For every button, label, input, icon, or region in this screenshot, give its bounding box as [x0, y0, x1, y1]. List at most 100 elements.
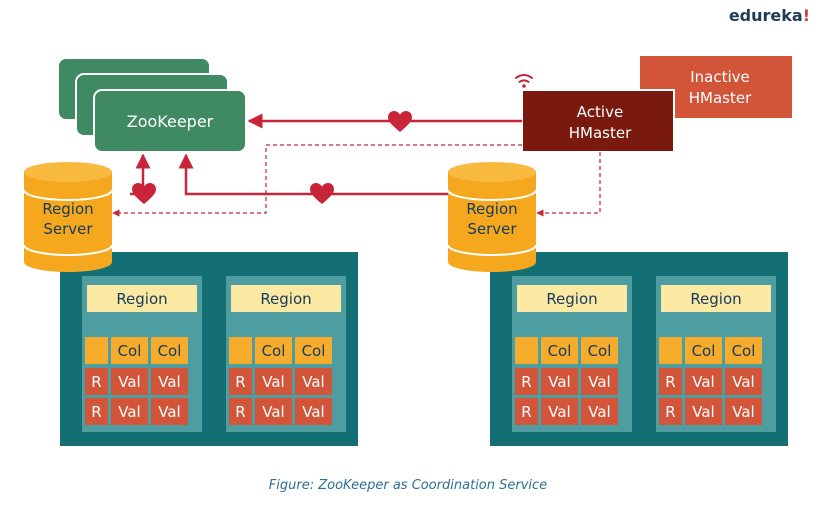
- inactive-hmaster-line2: HMaster: [689, 89, 752, 107]
- val-label: Val: [158, 403, 180, 421]
- brand-logo: edureka!: [700, 6, 810, 25]
- val-cell: [541, 368, 578, 395]
- val-cell: [725, 368, 762, 395]
- active-hmaster-box: [521, 89, 675, 153]
- right-server-to-zookeeper-arrow: [178, 153, 449, 196]
- region-server-left-line2: Server: [43, 220, 93, 238]
- val-label: Val: [262, 403, 284, 421]
- val-cell: [111, 368, 148, 395]
- val-label: Val: [732, 373, 754, 391]
- region-header: [231, 285, 341, 312]
- row-key-cell: [85, 368, 108, 395]
- row-key-label: R: [665, 403, 675, 421]
- col-label: Col: [262, 342, 286, 360]
- region-header: [87, 285, 197, 312]
- region-label: Region: [116, 290, 167, 308]
- val-cell: [685, 368, 722, 395]
- region-label: Region: [546, 290, 597, 308]
- col-cell: [111, 337, 148, 364]
- val-cell: [255, 398, 292, 425]
- region-label: Region: [690, 290, 741, 308]
- figure-caption: Figure: ZooKeeper as Coordination Servic…: [268, 478, 548, 493]
- heart-icon: [310, 183, 334, 204]
- val-cell: [295, 368, 332, 395]
- zookeeper-label: ZooKeeper: [127, 112, 214, 131]
- row-key-cell: [515, 398, 538, 425]
- brand-mark: !: [802, 6, 810, 25]
- region-server-right-line1: Region: [466, 200, 517, 218]
- row-key-label: R: [521, 403, 531, 421]
- row-key-cell: [659, 368, 682, 395]
- val-label: Val: [118, 373, 140, 391]
- col-cell: [541, 337, 578, 364]
- heart-icon: [388, 111, 412, 132]
- col-cell: [685, 337, 722, 364]
- val-label: Val: [302, 403, 324, 421]
- val-cell: [255, 368, 292, 395]
- region-server-right: Region Server: [447, 162, 537, 272]
- col-cell: [725, 337, 762, 364]
- col-label: Col: [548, 342, 572, 360]
- active-hmaster-line2: HMaster: [569, 124, 632, 142]
- row-key-label: R: [91, 373, 101, 391]
- hmaster-to-right-server-dashed: [536, 152, 601, 217]
- row-key-cell: [515, 368, 538, 395]
- region-server-right-line2: Server: [467, 220, 517, 238]
- val-cell: [111, 398, 148, 425]
- col-cell: [295, 337, 332, 364]
- region-label: Region: [260, 290, 311, 308]
- row-key-label: R: [665, 373, 675, 391]
- col-cell: [581, 337, 618, 364]
- val-label: Val: [732, 403, 754, 421]
- col-cell: [85, 337, 108, 364]
- region-header: [661, 285, 771, 312]
- val-label: Val: [588, 373, 610, 391]
- val-label: Val: [692, 373, 714, 391]
- val-label: Val: [158, 373, 180, 391]
- col-label: Col: [588, 342, 612, 360]
- col-cell: [229, 337, 252, 364]
- val-cell: [295, 398, 332, 425]
- val-cell: [581, 368, 618, 395]
- connectors: [112, 111, 601, 217]
- val-cell: [725, 398, 762, 425]
- val-label: Val: [118, 403, 140, 421]
- val-cell: [581, 398, 618, 425]
- val-label: Val: [548, 373, 570, 391]
- active-hmaster: Active HMaster: [521, 89, 675, 153]
- col-label: Col: [158, 342, 182, 360]
- col-cell: [659, 337, 682, 364]
- hmaster-to-left-server-dashed: [112, 144, 522, 217]
- cylinder-icon: [447, 162, 537, 272]
- row-key-cell: [229, 368, 252, 395]
- row-key-label: R: [91, 403, 101, 421]
- val-label: Val: [548, 403, 570, 421]
- row-key-label: R: [235, 373, 245, 391]
- val-label: Val: [692, 403, 714, 421]
- active-hmaster-line1: Active: [577, 103, 623, 121]
- wifi-icon: [515, 74, 533, 88]
- val-cell: [151, 398, 188, 425]
- col-label: Col: [692, 342, 716, 360]
- val-cell: [541, 398, 578, 425]
- val-label: Val: [262, 373, 284, 391]
- row-key-label: R: [235, 403, 245, 421]
- col-cell: [151, 337, 188, 364]
- row-key-cell: [85, 398, 108, 425]
- row-key-cell: [659, 398, 682, 425]
- row-key-cell: [229, 398, 252, 425]
- zookeeper-stack: ZooKeeper: [57, 57, 247, 153]
- col-cell: [255, 337, 292, 364]
- region-server-left-line1: Region: [42, 200, 93, 218]
- region-header: [517, 285, 627, 312]
- col-label: Col: [302, 342, 326, 360]
